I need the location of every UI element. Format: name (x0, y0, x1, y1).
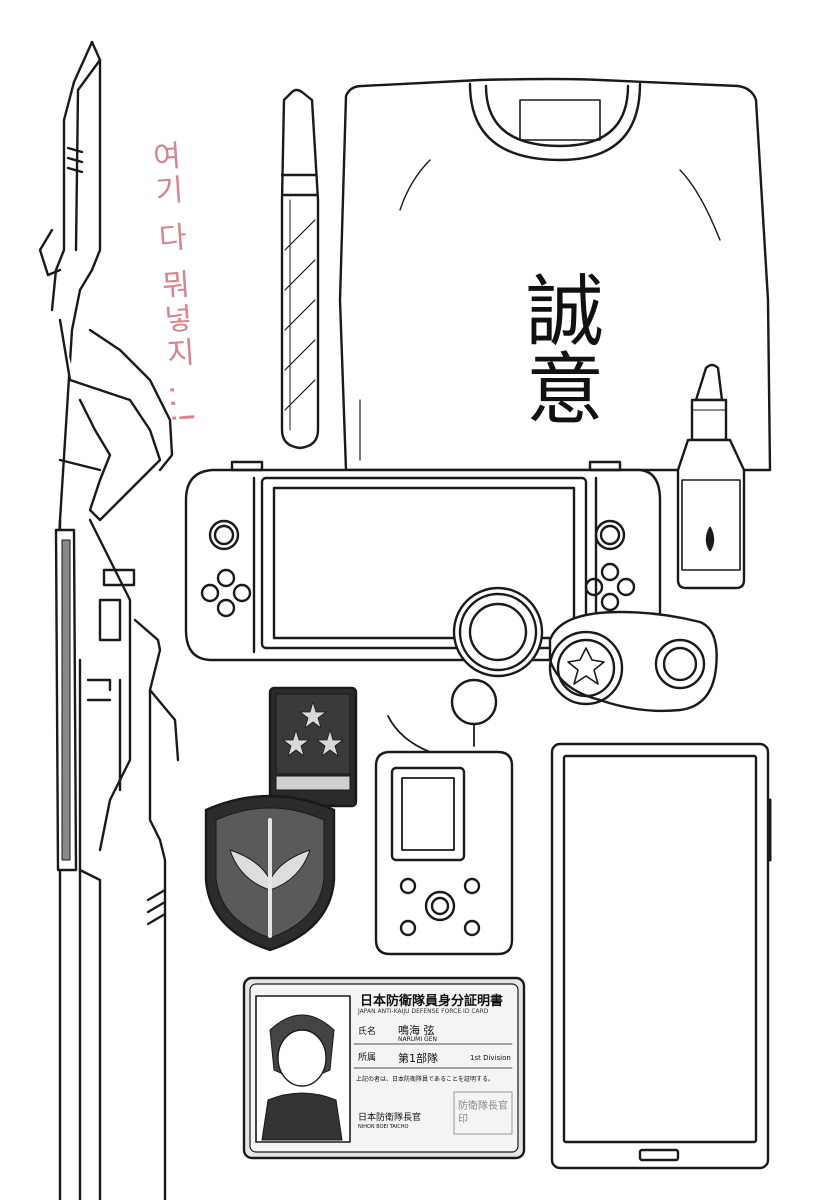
sword-icon (38, 40, 180, 1200)
id-issuer-romaji: NIHON BOEI TAICHO (358, 1124, 409, 1130)
id-name-label: 氏名 (358, 1027, 377, 1037)
id-certify-text: 上記の者は、日本防衛隊員であることを証明する。 (356, 1076, 494, 1083)
id-name-value: 鳴海 弦 (398, 1024, 435, 1037)
id-seal: 防衛隊長官印 (458, 1101, 508, 1125)
id-issuer: 日本防衛隊長官 (358, 1113, 422, 1123)
shirt-icon (338, 77, 772, 472)
id-card-subtitle: JAPAN ANTI-KAIJU DEFENSE FORCE ID CARD (358, 1008, 489, 1015)
id-name-romaji: NARUMI GEN (398, 1036, 437, 1043)
shirt-text: 誠意 (513, 270, 603, 426)
id-card-title: 日本防衛隊員身分証明書 (360, 994, 504, 1009)
handheld-console-icon (184, 460, 662, 662)
rank-patch-icon (268, 686, 358, 808)
pen-icon (280, 88, 320, 450)
shield-emblem-icon (204, 794, 336, 952)
smartphone-icon (550, 742, 772, 1170)
tamagotchi-device-icon (374, 678, 514, 956)
id-affiliation-label: 所属 (358, 1053, 377, 1063)
contact-lens-case-icon (452, 586, 718, 713)
id-affiliation-value: 第1部隊 (398, 1052, 438, 1065)
id-affiliation-english: 1st Division (470, 1054, 511, 1062)
id-card-icon (242, 976, 526, 1160)
eye-drop-bottle-icon (676, 363, 746, 590)
